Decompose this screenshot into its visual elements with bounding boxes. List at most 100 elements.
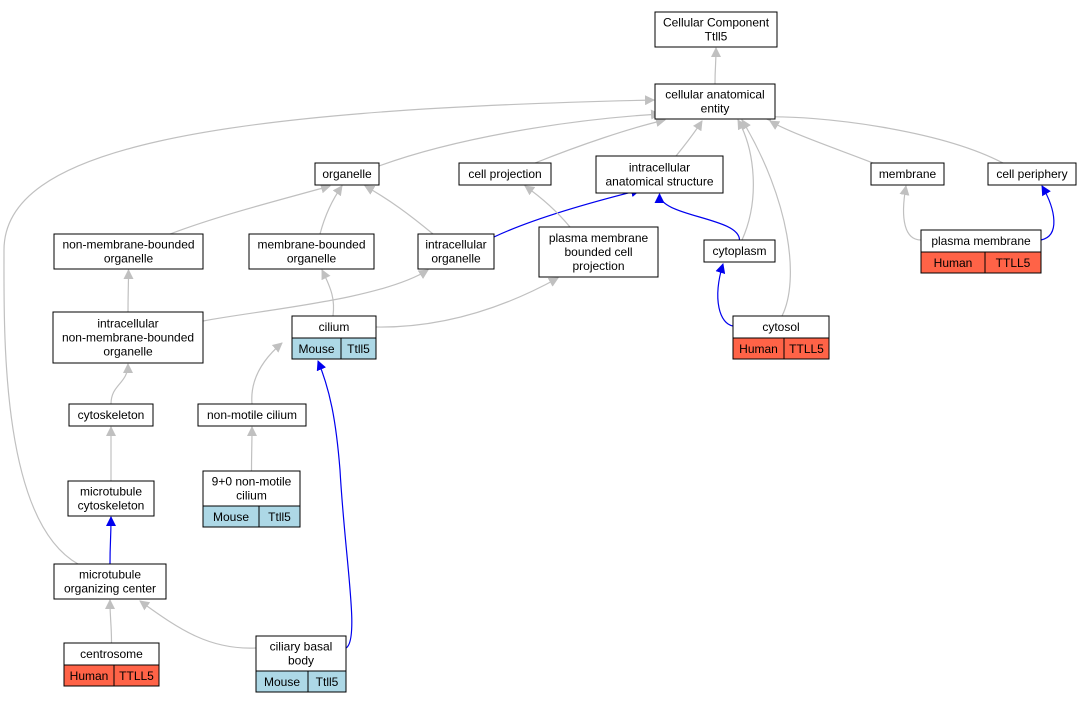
- node-label: cilium: [236, 489, 267, 503]
- node-box: [595, 155, 724, 194]
- node-label: organelle: [104, 252, 154, 266]
- node-non-motile-cilium[interactable]: non-motile cilium: [197, 403, 307, 427]
- node-box: [314, 162, 380, 186]
- node-label: membrane-bounded: [257, 238, 365, 252]
- gene-cell: [340, 337, 377, 360]
- edge-microtubule-organizing-center-to-cellular-anatomical-entity: [3, 95, 655, 565]
- node-label: ciliary basal: [270, 640, 333, 654]
- node-cell-periphery[interactable]: cell periphery: [987, 162, 1077, 186]
- edge-intracellular-organelle-to-intracellular-anatomical-structure: [493, 187, 641, 238]
- edge-cytosol-to-cellular-anatomical-entity: [741, 119, 791, 317]
- edge-membrane-bounded-organelle-to-organelle: [319, 185, 343, 235]
- gene-cell-label: Ttll5: [347, 342, 370, 356]
- gene-cell-label: Ttll5: [268, 510, 291, 524]
- node-box: [53, 563, 167, 600]
- species-cell-label: Human: [934, 256, 973, 270]
- node-label: Cellular Component: [663, 16, 770, 30]
- node-label: non-membrane-bounded: [62, 331, 194, 345]
- node-cell-projection[interactable]: cell projection: [458, 162, 552, 186]
- edge-cilium-to-membrane-bounded-organelle: [321, 269, 335, 317]
- node-label: anatomical structure: [605, 175, 713, 189]
- node-box: [417, 233, 495, 270]
- edge-plasma-membrane-bounded-cell-projection-to-cell-projection: [524, 185, 571, 228]
- species-cell-label: Mouse: [213, 510, 249, 524]
- node-label: non-motile cilium: [207, 408, 297, 422]
- node-label: organelle: [322, 167, 372, 181]
- gene-cell-label: TTLL5: [119, 669, 154, 683]
- node-label: organizing center: [64, 582, 156, 596]
- gene-cell: [113, 664, 160, 687]
- node-label: membrane: [879, 167, 937, 181]
- node-label: microtubule: [79, 568, 141, 582]
- node-cytoskeleton[interactable]: cytoskeleton: [68, 403, 154, 427]
- node-label: cytoskeleton: [78, 499, 145, 513]
- node-label: cellular anatomical: [665, 88, 764, 102]
- node-label: organelle: [103, 345, 153, 359]
- node-box: [52, 311, 204, 364]
- edge-non-membrane-bounded-organelle-to-organelle: [169, 183, 331, 235]
- edge-microtubule-organizing-center-to-microtubule-cytoskeleton: [105, 516, 116, 565]
- node-label: organelle: [431, 252, 481, 266]
- edge-cytoplasm-to-cellular-anatomical-entity: [737, 119, 754, 241]
- edge-intracellular-nmb-organelle-to-intracellular-organelle: [202, 269, 429, 322]
- node-label: cytoplasm: [712, 244, 766, 258]
- node-box: [202, 470, 301, 507]
- gene-cell-label: TTLL5: [996, 256, 1031, 270]
- edge-intracellular-nmb-organelle-to-non-membrane-bounded-organelle: [123, 269, 134, 313]
- node-box: [870, 162, 945, 186]
- node-label: cilium: [319, 320, 350, 334]
- node-label: plasma membrane: [549, 231, 649, 245]
- edge-cellular-anatomical-entity-to-cellular-component: [710, 47, 721, 85]
- edge-ciliary-basal-body-to-cilium: [316, 360, 353, 649]
- node-box: [67, 480, 155, 517]
- node-box: [703, 239, 776, 263]
- node-box: [654, 11, 778, 48]
- edge-cytoskeleton-to-intracellular-nmb-organelle: [110, 363, 133, 405]
- node-label: centrosome: [80, 647, 143, 661]
- node-label: bounded cell: [564, 245, 632, 259]
- node-box: [68, 403, 154, 427]
- edge-ciliary-basal-body-to-microtubule-organizing-center: [139, 600, 257, 649]
- edge-cytoplasm-to-intracellular-anatomical-structure: [654, 193, 741, 241]
- node-label: plasma membrane: [931, 234, 1031, 248]
- gene-cell: [307, 670, 347, 693]
- node-cytoplasm[interactable]: cytoplasm: [703, 239, 776, 263]
- gene-cell-label: Ttll5: [316, 675, 339, 689]
- edge-cytosol-to-cytoplasm: [715, 263, 734, 327]
- node-organelle[interactable]: organelle: [314, 162, 380, 186]
- edges-layer: [3, 47, 1055, 649]
- node-label: Ttll5: [705, 30, 728, 44]
- node-label: cell periphery: [996, 167, 1067, 181]
- node-intracellular-nmb-organelle[interactable]: intracellularnon-membrane-boundedorganel…: [52, 311, 204, 364]
- node-label: intracellular: [97, 317, 158, 331]
- edge-cell-periphery-to-cellular-anatomical-entity: [761, 111, 1004, 164]
- gene-cell: [258, 505, 301, 528]
- node-label: non-membrane-bounded: [62, 238, 194, 252]
- species-cell-label: Mouse: [264, 675, 300, 689]
- edge-non-motile-cilium-to-cilium: [251, 342, 283, 405]
- node-box: [53, 233, 204, 270]
- node-label: organelle: [287, 252, 337, 266]
- edge-plasma-membrane-to-membrane: [899, 185, 922, 241]
- node-membrane[interactable]: membrane: [870, 162, 945, 186]
- species-cell-label: Mouse: [298, 342, 334, 356]
- node-label: microtubule: [80, 485, 142, 499]
- gene-cell-label: TTLL5: [789, 342, 824, 356]
